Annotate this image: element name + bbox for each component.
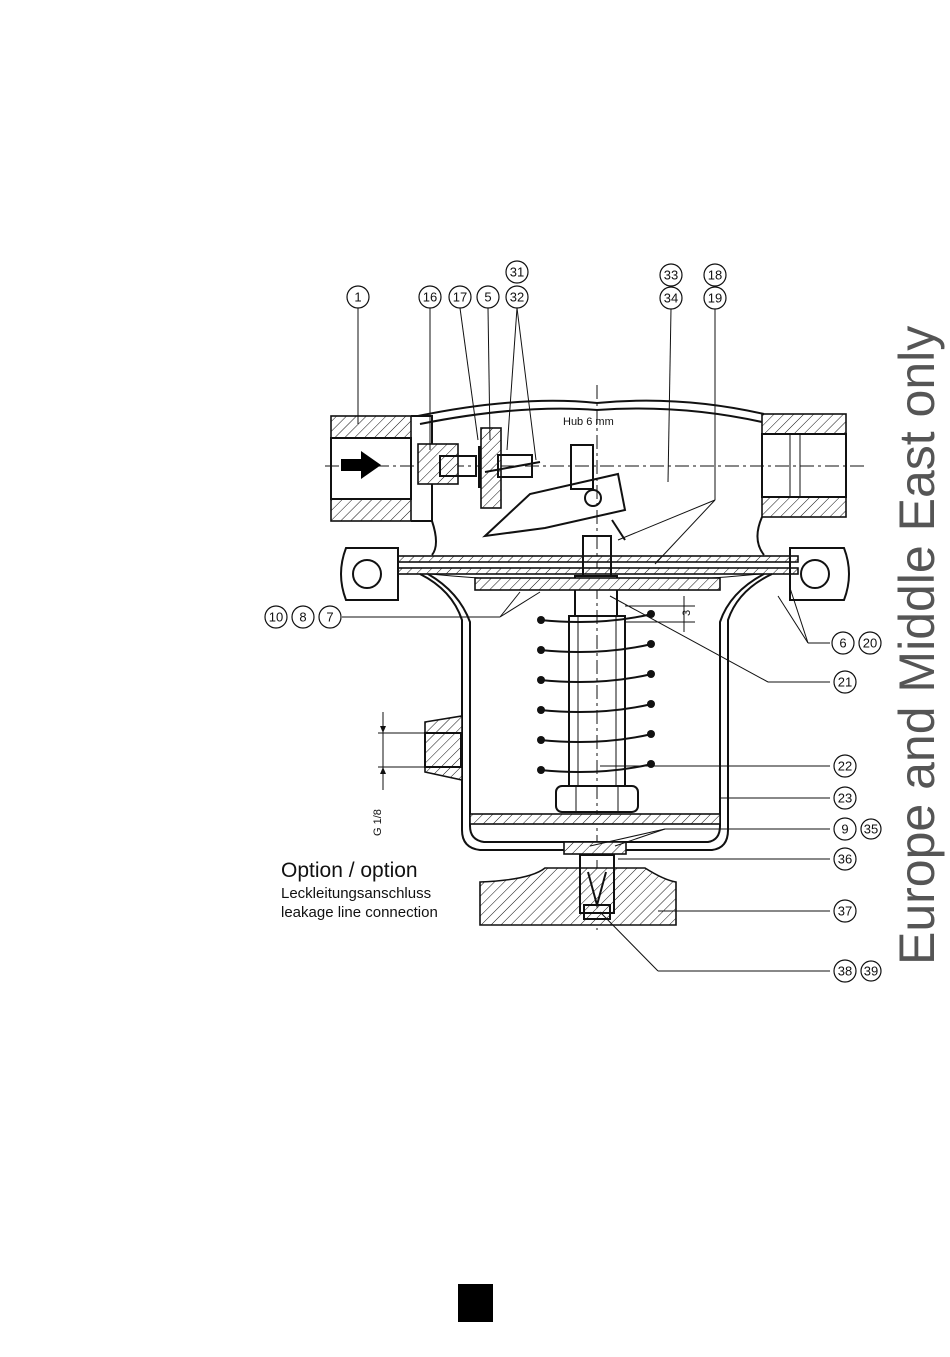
svg-text:39: 39 bbox=[864, 964, 878, 979]
callout-20: 20 bbox=[859, 632, 881, 654]
callout-39: 39 bbox=[861, 961, 881, 981]
svg-text:31: 31 bbox=[510, 265, 524, 280]
svg-text:23: 23 bbox=[838, 791, 852, 806]
svg-text:6: 6 bbox=[839, 636, 846, 651]
svg-text:33: 33 bbox=[664, 268, 678, 283]
callout-17: 17 bbox=[449, 286, 471, 308]
svg-text:21: 21 bbox=[838, 675, 852, 690]
callout-36: 36 bbox=[834, 848, 856, 870]
callout-34: 34 bbox=[660, 287, 682, 309]
svg-text:37: 37 bbox=[838, 904, 852, 919]
callout-38: 38 bbox=[834, 960, 856, 982]
callout-22: 22 bbox=[834, 755, 856, 777]
dimension-label: 3 bbox=[681, 610, 693, 616]
svg-text:32: 32 bbox=[510, 290, 524, 305]
callout-35: 35 bbox=[861, 819, 881, 839]
diaphragm-plate bbox=[475, 578, 720, 590]
callout-33: 33 bbox=[660, 264, 682, 286]
svg-text:16: 16 bbox=[423, 290, 437, 305]
option-title: Option / option bbox=[281, 858, 438, 884]
svg-text:35: 35 bbox=[864, 822, 878, 837]
stroke-label: Hub 6 mm bbox=[563, 416, 614, 428]
callout-10: 10 bbox=[265, 606, 287, 628]
svg-text:19: 19 bbox=[708, 291, 722, 306]
spring bbox=[537, 610, 655, 774]
callout-18: 18 bbox=[704, 264, 726, 286]
svg-text:7: 7 bbox=[326, 610, 333, 625]
callout-31: 31 bbox=[506, 261, 528, 283]
svg-text:10: 10 bbox=[269, 610, 283, 625]
callout-5: 5 bbox=[477, 286, 499, 308]
callout-23: 23 bbox=[834, 787, 856, 809]
option-note: Option / option Leckleitungsanschluss le… bbox=[281, 858, 438, 922]
region-label: Europe and Middle East only bbox=[892, 326, 942, 965]
page-marker bbox=[458, 1284, 493, 1322]
svg-text:1: 1 bbox=[354, 290, 361, 305]
svg-text:36: 36 bbox=[838, 852, 852, 867]
lever bbox=[485, 445, 625, 540]
nozzle-assembly bbox=[418, 428, 540, 508]
leakage-connection-boss bbox=[378, 712, 462, 790]
option-line-german: Leckleitungsanschluss bbox=[281, 884, 438, 903]
callout-37: 37 bbox=[834, 900, 856, 922]
callout-19: 19 bbox=[704, 287, 726, 309]
callout-6: 6 bbox=[832, 632, 854, 654]
svg-text:22: 22 bbox=[838, 759, 852, 774]
option-line-english: leakage line connection bbox=[281, 903, 438, 922]
svg-text:18: 18 bbox=[708, 268, 722, 283]
callout-7: 7 bbox=[319, 606, 341, 628]
svg-text:20: 20 bbox=[863, 636, 877, 651]
svg-text:34: 34 bbox=[664, 291, 678, 306]
svg-text:9: 9 bbox=[841, 822, 848, 837]
callout-9: 9 bbox=[834, 818, 856, 840]
thread-label: G 1/8 bbox=[372, 809, 384, 836]
callout-8: 8 bbox=[292, 606, 314, 628]
callout-32: 32 bbox=[506, 286, 528, 308]
bottom-knob bbox=[480, 842, 676, 925]
svg-text:17: 17 bbox=[453, 290, 467, 305]
callout-21: 21 bbox=[834, 671, 856, 693]
svg-text:8: 8 bbox=[299, 610, 306, 625]
callout-16: 16 bbox=[419, 286, 441, 308]
svg-text:38: 38 bbox=[838, 964, 852, 979]
callout-1: 1 bbox=[347, 286, 369, 308]
flange bbox=[341, 548, 849, 600]
svg-text:5: 5 bbox=[484, 290, 491, 305]
flow-arrow-icon bbox=[341, 451, 381, 479]
